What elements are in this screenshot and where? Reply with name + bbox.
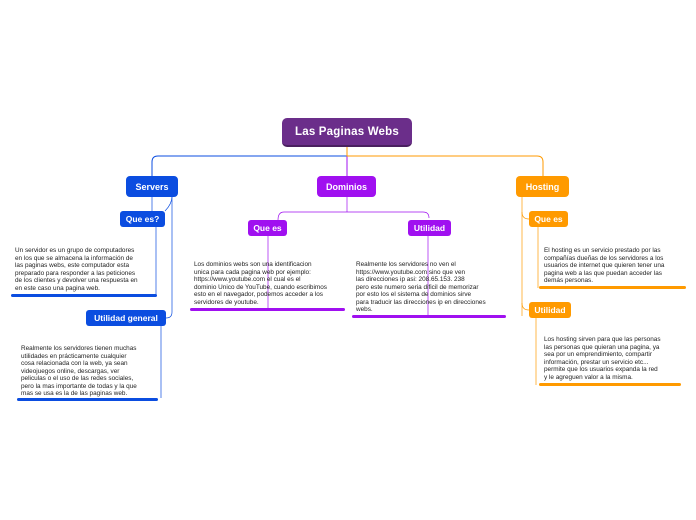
link-root-servers: [151, 147, 348, 176]
dominios-que-es[interactable]: Que es: [248, 220, 287, 236]
hosting-utilidad[interactable]: Utilidad: [529, 302, 571, 318]
dominios-utilidad-note: Realmente los servidores no ven el https…: [356, 261, 486, 314]
hosting-que-es-note: El hosting es un servicio prestado por l…: [544, 247, 665, 285]
link-servers-que-es-right: [164, 195, 173, 212]
hosting-que-es-underline: [539, 286, 686, 289]
servers-utilidad-general[interactable]: Utilidad general: [86, 310, 166, 326]
root-topic[interactable]: Las Paginas Webs: [282, 118, 412, 147]
link-hosting-utilidad: [521, 302, 530, 311]
topic-servers[interactable]: Servers: [126, 176, 178, 197]
dominios-utilidad-underline: [352, 315, 506, 318]
dominios-que-es-note: Los dominios webs son una identificacion…: [194, 261, 327, 306]
hosting-utilidad-note: Los hosting sirven para que las personas…: [544, 336, 661, 381]
dominios-utilidad[interactable]: Utilidad: [408, 220, 451, 236]
link-dominios-children: [277, 196, 430, 221]
servers-utilidad-underline: [17, 398, 158, 401]
hosting-que-es[interactable]: Que es: [529, 211, 568, 227]
link-hosting-que-es: [521, 211, 530, 220]
link-servers-utilidad: [165, 196, 173, 319]
servers-que-es-underline: [11, 294, 157, 297]
servers-que-es[interactable]: Que es?: [120, 211, 165, 227]
link-root-hosting: [346, 147, 544, 176]
servers-utilidad-note: Realmente los servidores tienen muchas u…: [21, 345, 137, 398]
servers-que-es-note: Un servidor es un grupo de computadores …: [15, 247, 138, 292]
dominios-que-es-underline: [190, 308, 345, 311]
topic-hosting[interactable]: Hosting: [516, 176, 569, 197]
hosting-utilidad-underline: [539, 383, 681, 386]
topic-dominios[interactable]: Dominios: [317, 176, 376, 197]
